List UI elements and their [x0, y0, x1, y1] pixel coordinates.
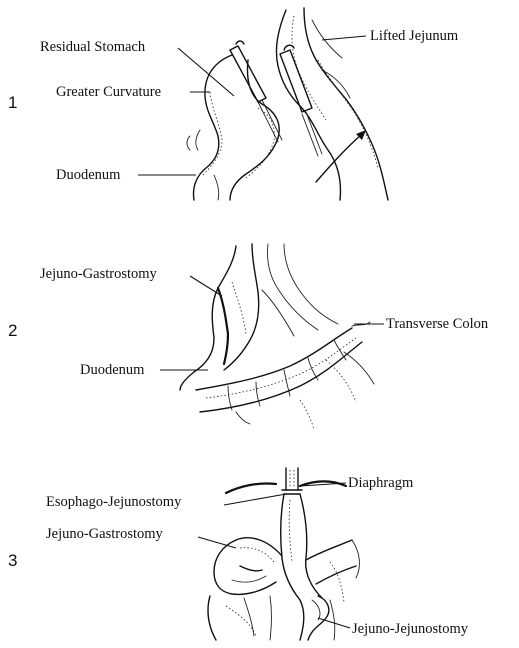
label-residual-stomach: Residual Stomach [40, 40, 145, 55]
leader-jejuno-gastrostomy-2 [190, 276, 222, 296]
esophagus-shape [282, 468, 302, 494]
label-duodenum-1: Duodenum [56, 168, 120, 183]
label-duodenum-2: Duodenum [80, 363, 144, 378]
label-jejuno-jejunostomy: Jejuno-Jejunostomy [352, 622, 468, 637]
lifted-jejunum-tube-3 [281, 494, 322, 640]
leader-esophago-jejunostomy [224, 494, 286, 505]
panel-2-illustration [160, 244, 384, 430]
panel-number-3: 3 [8, 552, 17, 569]
label-transverse-colon: Transverse Colon [386, 317, 488, 332]
panel-number-1: 1 [8, 94, 17, 111]
label-jejuno-gastrostomy-2: Jejuno-Gastrostomy [40, 267, 157, 282]
colon-shape-3 [208, 540, 359, 640]
panel-number-2: 2 [8, 322, 17, 339]
panel-1-illustration [138, 8, 388, 200]
panel-3-illustration [198, 468, 359, 640]
jejuno-gastrostomy-shape [180, 244, 338, 390]
label-esophago-jejunostomy: Esophago-Jejunostomy [46, 495, 181, 510]
leader-lifted-jejunum [322, 36, 366, 40]
jejunum-clamp [280, 45, 322, 156]
stomach-clamp [230, 41, 282, 142]
lift-direction-arrow [316, 130, 366, 182]
residual-stomach-shape [187, 55, 279, 200]
label-lifted-jejunum: Lifted Jejunum [370, 29, 458, 44]
label-diaphragm: Diaphragm [348, 476, 413, 491]
transverse-colon-shape [196, 322, 374, 430]
label-jejuno-gastrostomy-3: Jejuno-Gastrostomy [46, 527, 163, 542]
label-greater-curvature: Greater Curvature [56, 85, 161, 100]
jejuno-gastrostomy-shape-3 [214, 538, 282, 595]
leader-residual-stomach [178, 48, 234, 96]
